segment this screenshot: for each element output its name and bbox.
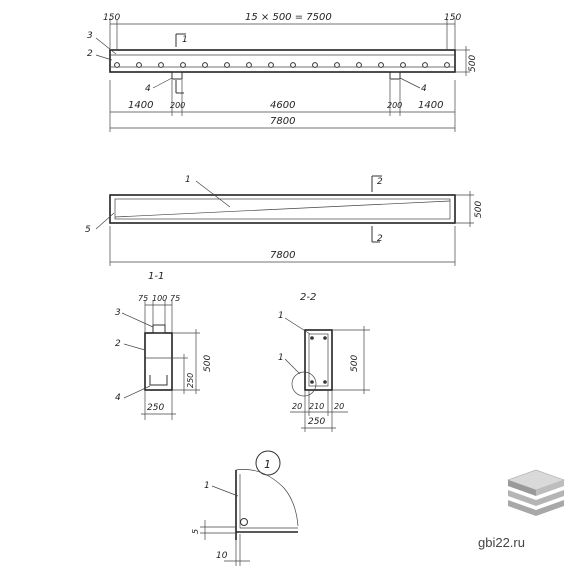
plan-dim-200-right: 200	[387, 101, 402, 110]
plan-total-length: 7800	[270, 116, 295, 127]
side-beam-inner	[114, 198, 451, 220]
side-height-dim: 500	[474, 201, 484, 218]
section-1-dim-75-left: 75	[138, 294, 148, 303]
plan-right-end-dim: 150	[444, 13, 461, 23]
detail-small-dim: 5	[191, 529, 200, 534]
plan-height-dim: 500	[468, 55, 478, 72]
plan-top-dim: 15 × 500 = 7500	[245, 12, 332, 23]
section-1-lift-plate	[149, 375, 168, 386]
plan-lift-plate-right	[389, 71, 401, 80]
section-1-loop	[152, 324, 166, 334]
detail-break-line	[235, 469, 299, 527]
section-1-callout-3: 3	[115, 308, 121, 318]
detail-1: 1 1 5 10	[191, 450, 299, 566]
plan-callout-2: 2	[87, 49, 93, 59]
detail-bottom-dim: 10	[216, 551, 228, 561]
plan-lift-plate-left	[171, 71, 183, 80]
plan-dim-200-left: 200	[170, 101, 185, 110]
side-diagonal-bar	[114, 200, 451, 218]
detail-label: 1	[264, 458, 271, 471]
section-1-dim-100: 100	[152, 294, 167, 303]
section-2-detail-circle	[291, 371, 317, 397]
detail-rebar	[240, 518, 248, 526]
section-2-callout-1-bottom: 1	[278, 353, 284, 363]
plan-dim-1400-left: 1400	[128, 100, 153, 111]
side-view: 1 5 2 2 500 7800	[85, 175, 484, 266]
plan-loops	[114, 62, 450, 68]
section-1-callout-4: 4	[115, 393, 121, 403]
section-1-outline	[144, 332, 173, 391]
plan-section-mark: 1	[182, 35, 188, 45]
side-callout-1: 1	[185, 175, 191, 185]
section-2-dim-20-right: 20	[334, 402, 344, 411]
section-2-title: 2-2	[300, 292, 316, 303]
section-2-width-dim: 250	[308, 417, 325, 427]
section-2-stirrup	[308, 333, 329, 387]
detail-bar	[239, 474, 298, 529]
watermark-site[interactable]: gbi22.ru	[478, 535, 525, 550]
section-1-callout-2: 2	[115, 339, 121, 349]
plan-callout-4-right: 4	[421, 84, 427, 94]
side-beam-outline	[109, 194, 456, 224]
side-total-length: 7800	[270, 250, 295, 261]
plan-left-end-dim: 150	[103, 13, 120, 23]
side-section-mark-bottom: 2	[377, 234, 383, 244]
section-2-dim-20-left: 20	[292, 402, 302, 411]
stacked-slabs-icon	[507, 469, 565, 516]
side-section-mark-top: 2	[377, 177, 383, 187]
plan-view: 15 × 500 = 7500 150 150 500 1 3 2 4 4 14…	[87, 12, 478, 132]
side-callout-5: 5	[85, 225, 91, 235]
plan-callout-4-left: 4	[145, 84, 151, 94]
section-1-inner-dim: 250	[186, 373, 195, 388]
section-1-title: 1-1	[148, 271, 164, 282]
section-2-callout-1-top: 1	[278, 311, 284, 321]
section-2-2: 2-2 1 1 500 20 210 20 250	[278, 292, 370, 432]
detail-callout-1: 1	[204, 481, 210, 491]
plan-callout-3: 3	[87, 31, 93, 41]
plan-dim-1400-right: 1400	[418, 100, 443, 111]
section-2-height-dim: 500	[350, 355, 360, 372]
detail-label-circle	[255, 450, 281, 476]
section-2-outline	[304, 329, 333, 391]
plan-dim-4600: 4600	[270, 100, 295, 111]
section-1-width-dim: 250	[147, 403, 164, 413]
section-1-height-dim: 500	[203, 355, 213, 372]
plan-beam-outline	[109, 49, 456, 73]
section-1-dim-75-right: 75	[170, 294, 180, 303]
section-1-1: 1-1 75 100 75 3 2 4 500 250 250	[115, 271, 213, 420]
section-2-dim-210: 210	[309, 402, 324, 411]
